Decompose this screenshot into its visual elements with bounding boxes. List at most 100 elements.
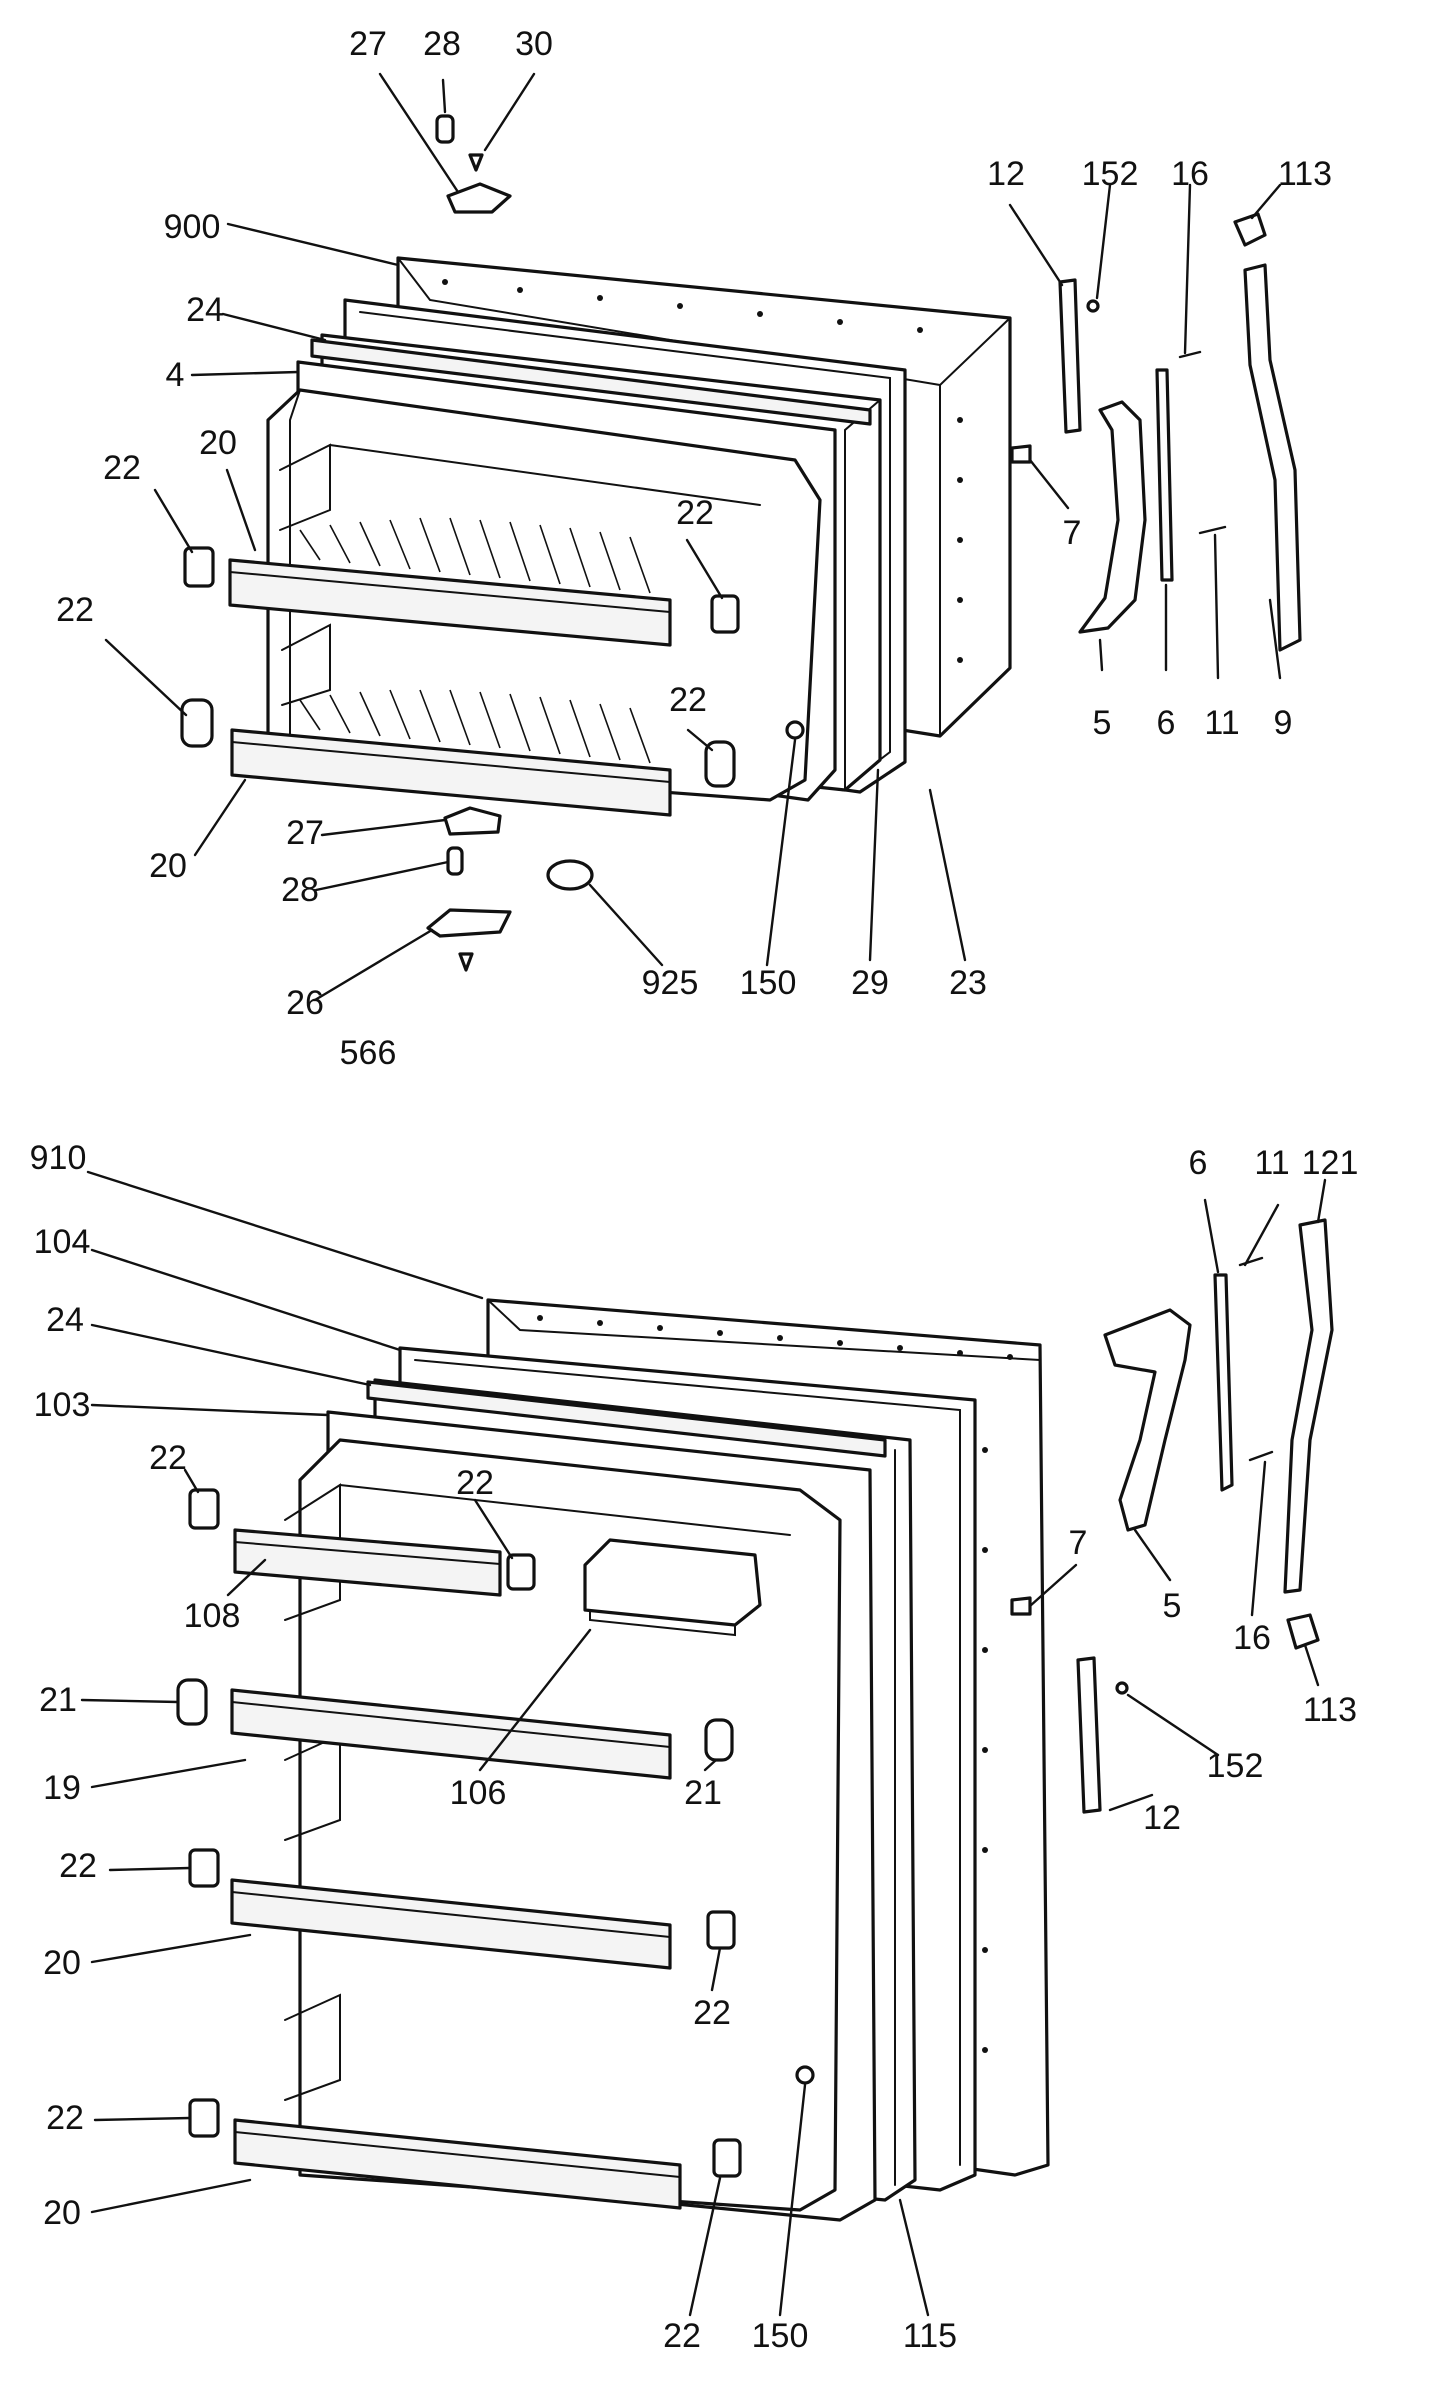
callout-label: 22 xyxy=(56,591,94,629)
handle-cover xyxy=(1243,263,1302,652)
callout-label: 152 xyxy=(1082,155,1139,193)
callout-label: 22 xyxy=(676,494,714,532)
callout-label: 22 xyxy=(663,2317,701,2355)
callout-label: 23 xyxy=(949,964,987,1002)
upper-door-assembly: 27 28 30 900 24 4 22 20 22 22 22 20 27 2… xyxy=(56,25,1332,1072)
callout-label: 22 xyxy=(669,681,707,719)
hinge-screw xyxy=(458,952,474,972)
strip-screw xyxy=(1115,1681,1129,1695)
top-hinge xyxy=(446,182,512,214)
liner-screw xyxy=(795,2065,815,2085)
callout-label: 566 xyxy=(340,1034,397,1072)
door-shelf-bar xyxy=(230,1688,672,1780)
callout-label: 900 xyxy=(164,208,221,246)
callout-label: 106 xyxy=(450,1774,507,1812)
shelf-clip xyxy=(506,1553,536,1591)
strip-screw xyxy=(1086,299,1100,313)
dairy-shelf-bar xyxy=(233,1528,502,1597)
callout-label: 20 xyxy=(43,2194,81,2232)
callout-label: 121 xyxy=(1302,1144,1359,1182)
shelf-clip xyxy=(188,1848,220,1888)
hinge-bracket xyxy=(443,806,502,836)
shelf-cam xyxy=(704,1718,734,1762)
callout-label: 115 xyxy=(903,2317,957,2355)
door-shelf-bar xyxy=(233,2118,682,2210)
liner-screw xyxy=(785,720,805,740)
callout-label: 29 xyxy=(851,964,889,1002)
callout-label: 22 xyxy=(456,1464,494,1502)
callout-label: 9 xyxy=(1274,704,1293,742)
callout-label: 925 xyxy=(642,964,699,1002)
door-handle xyxy=(1078,400,1147,634)
callout-label: 20 xyxy=(43,1944,81,1982)
callout-label: 5 xyxy=(1093,704,1112,742)
hinge-plate xyxy=(426,908,512,938)
callout-label: 16 xyxy=(1233,1619,1271,1657)
callout-label: 103 xyxy=(34,1386,91,1424)
hinge-pin xyxy=(446,846,464,876)
breaker-strip xyxy=(366,1380,887,1458)
callout-label: 22 xyxy=(59,1847,97,1885)
callout-label: 20 xyxy=(149,847,187,885)
handle-screw xyxy=(1248,1450,1274,1462)
callout-label: 104 xyxy=(34,1223,91,1261)
callout-leaders xyxy=(104,72,1282,1002)
handle-cover xyxy=(1283,1218,1334,1594)
callout-label: 7 xyxy=(1063,514,1082,552)
callout-numbers: 910 104 24 103 22 22 108 21 19 106 21 22… xyxy=(30,1139,1359,2355)
callout-label: 910 xyxy=(30,1139,87,1177)
callout-label: 22 xyxy=(693,1994,731,2032)
handle-trim-strip xyxy=(1155,368,1174,582)
callout-numbers: 27 28 30 900 24 4 22 20 22 22 22 20 27 2… xyxy=(56,25,1332,1072)
callout-label: 24 xyxy=(186,291,224,329)
callout-label: 30 xyxy=(515,25,553,63)
callout-label: 28 xyxy=(281,871,319,909)
callout-label: 108 xyxy=(184,1597,241,1635)
callout-label: 27 xyxy=(349,25,387,63)
shelf-clip xyxy=(188,2098,220,2138)
hole-plug xyxy=(546,859,594,891)
callout-label: 21 xyxy=(39,1681,77,1719)
door-handle xyxy=(1103,1308,1192,1532)
callout-label: 22 xyxy=(149,1439,187,1477)
hinge-screw xyxy=(468,153,484,172)
callout-label: 113 xyxy=(1278,155,1332,193)
shelf-clip xyxy=(183,546,215,588)
shelf-clip xyxy=(712,2138,742,2178)
door-shelf-bar xyxy=(230,1878,672,1970)
callout-label: 16 xyxy=(1171,155,1209,193)
callout-label: 21 xyxy=(684,1774,722,1812)
hinge-pin xyxy=(435,114,455,144)
handle-trim-strip xyxy=(1213,1273,1234,1492)
callout-label: 152 xyxy=(1207,1747,1264,1785)
handle-screw xyxy=(1178,350,1202,359)
callout-label: 12 xyxy=(987,155,1025,193)
callout-label: 6 xyxy=(1157,704,1176,742)
callout-label: 113 xyxy=(1303,1691,1357,1729)
lower-door-assembly: 910 104 24 103 22 22 108 21 19 106 21 22… xyxy=(30,1139,1359,2355)
handle-bracket-clip xyxy=(1010,444,1032,464)
end-cap xyxy=(1286,1613,1320,1650)
callout-label: 5 xyxy=(1163,1587,1182,1625)
callout-label: 11 xyxy=(1204,704,1239,742)
callout-label: 150 xyxy=(752,2317,809,2355)
callout-label: 19 xyxy=(43,1769,81,1807)
callout-label: 28 xyxy=(423,25,461,63)
handle-screw xyxy=(1238,1256,1264,1267)
callout-label: 22 xyxy=(46,2099,84,2137)
breaker-strip xyxy=(310,338,872,426)
shelf-clip xyxy=(180,698,214,748)
callout-label: 11 xyxy=(1254,1144,1289,1182)
callout-label: 6 xyxy=(1189,1144,1208,1182)
callout-label: 20 xyxy=(199,424,237,462)
end-cap xyxy=(1233,212,1267,247)
callout-label: 150 xyxy=(740,964,797,1002)
callout-label: 12 xyxy=(1143,1799,1181,1837)
callout-label: 27 xyxy=(286,814,324,852)
shelf-clip xyxy=(710,594,740,634)
callout-label: 26 xyxy=(286,984,324,1022)
shelf-clip xyxy=(188,1488,220,1530)
handle-mounting-strip xyxy=(1076,1656,1102,1814)
handle-mounting-strip xyxy=(1058,278,1082,434)
